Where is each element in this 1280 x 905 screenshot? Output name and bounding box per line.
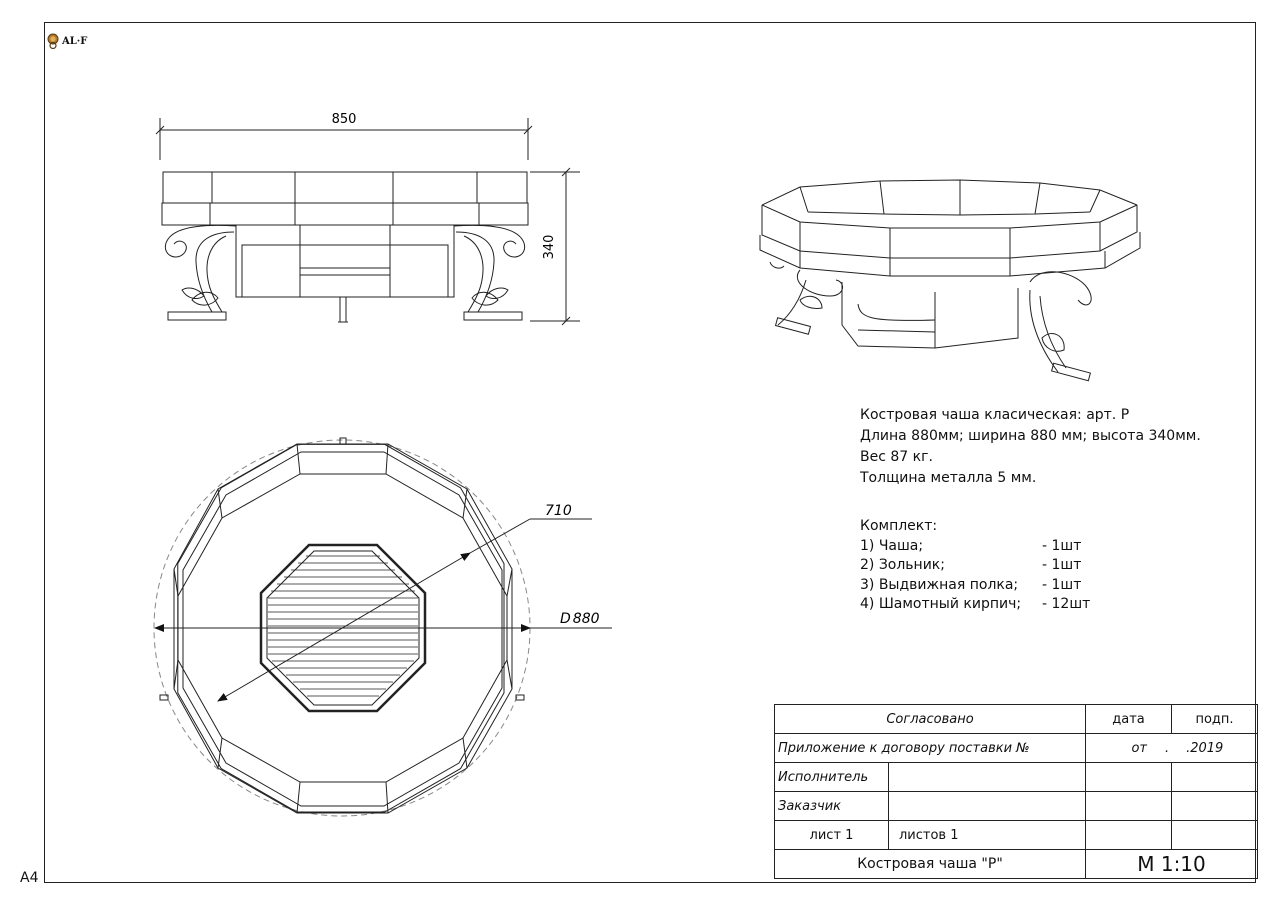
kit-item: 1) Чаша; - 1шт	[860, 537, 1090, 557]
top-view	[153, 437, 612, 817]
appendix-label: Приложение к договору поставки №	[774, 733, 1086, 763]
dot-separator: .	[1165, 740, 1170, 756]
dim-diameter-prefix: D	[560, 611, 571, 627]
kit-item-name: 2) Зольник;	[860, 557, 945, 573]
executor-date	[1085, 762, 1172, 792]
dim-diameter: 880	[573, 611, 600, 627]
customer-label: Заказчик	[774, 791, 889, 821]
kit-title: Комплект:	[860, 518, 938, 534]
drawing-title: Костровая чаша "Р"	[774, 849, 1086, 879]
dim-width: 850	[332, 112, 357, 127]
executor-sign	[1171, 762, 1258, 792]
sheet-format: A4	[20, 870, 39, 886]
kit-item: 3) Выдвижная полка; - 1шт	[860, 576, 1090, 596]
sheet-number: лист 1	[774, 820, 889, 850]
kit-item-qty: - 1шт	[1042, 576, 1082, 593]
lion-emblem-icon	[47, 33, 59, 49]
logo-text: AL·F	[62, 35, 88, 47]
spec-line: Костровая чаша класическая: арт. Р	[860, 407, 1130, 423]
sheets-total: листов 1	[888, 820, 1086, 850]
spec-line: Вес 87 кг.	[860, 449, 933, 465]
kit-list: Комплект: 1) Чаша; - 1шт 2) Зольник; - 1…	[860, 517, 1090, 615]
from-label: от	[1131, 740, 1147, 756]
kit-item-name: 1) Чаша;	[860, 537, 924, 554]
customer-field	[888, 791, 1086, 821]
drawing-scale: М 1:10	[1085, 849, 1258, 879]
empty-cell	[1171, 820, 1258, 850]
kit-item-qty: - 12шт	[1042, 596, 1091, 612]
sign-label: подп.	[1171, 704, 1258, 734]
dim-inner: 710	[545, 503, 572, 519]
customer-date	[1085, 791, 1172, 821]
drawing-frame	[44, 22, 1256, 883]
kit-item-name: 4) Шамотный кирпич;	[860, 596, 1022, 612]
logo: AL·F	[47, 33, 87, 49]
kit-item-qty: - 1шт	[1042, 557, 1082, 573]
title-block: Согласовано дата подп. Приложение к дого…	[774, 704, 1258, 879]
front-view	[155, 118, 580, 326]
specification: Костровая чаша класическая: арт. Р Длина…	[860, 405, 1201, 489]
kit-item: 2) Зольник; - 1шт	[860, 556, 1090, 576]
executor-label: Исполнитель	[774, 762, 889, 792]
spec-line: Толщина металла 5 мм.	[860, 470, 1037, 486]
spec-line: Длина 880мм; ширина 880 мм; высота 340мм…	[860, 428, 1201, 444]
executor-field	[888, 762, 1086, 792]
perspective-view	[759, 179, 1141, 382]
agreed-label: Согласовано	[774, 704, 1086, 734]
kit-item: 4) Шамотный кирпич; - 12шт	[860, 595, 1090, 615]
empty-cell	[1085, 820, 1172, 850]
date-field: от . .2019	[1085, 733, 1258, 763]
kit-item-qty: - 1шт	[1042, 537, 1082, 554]
dim-height: 340	[542, 235, 557, 260]
year-value: .2019	[1186, 740, 1224, 756]
kit-item-name: 3) Выдвижная полка;	[860, 576, 1019, 593]
customer-sign	[1171, 791, 1258, 821]
date-label: дата	[1085, 704, 1172, 734]
